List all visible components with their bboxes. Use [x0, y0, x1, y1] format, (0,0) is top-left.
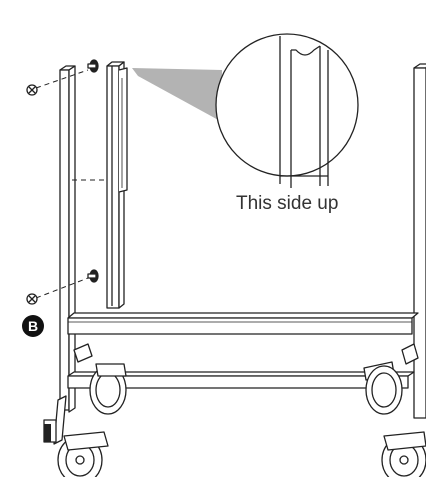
- alignment-guides: [35, 69, 107, 299]
- caster-wheel-right-lower: [381, 431, 426, 477]
- lower-crossbar: [67, 371, 415, 389]
- barrel-nut-bottom: [87, 269, 99, 283]
- side-rail-panel: [106, 61, 128, 309]
- left-frame-post: [59, 65, 76, 413]
- barrel-nut-top: [87, 59, 99, 73]
- callout-label: This side up: [236, 193, 339, 214]
- screw-head-bottom: [26, 293, 38, 305]
- upper-crossbar: [67, 312, 419, 335]
- caster-wheel-left-upper: [73, 343, 127, 415]
- screw-head-top: [26, 84, 38, 96]
- left-foot: [43, 395, 67, 445]
- right-frame-post: [413, 63, 426, 419]
- step-marker-badge: B: [22, 315, 44, 337]
- zoom-wedge: [132, 68, 222, 122]
- detail-magnifier: [215, 33, 359, 188]
- caster-wheel-right-upper: [363, 343, 419, 415]
- caster-wheel-left-lower: [57, 431, 109, 477]
